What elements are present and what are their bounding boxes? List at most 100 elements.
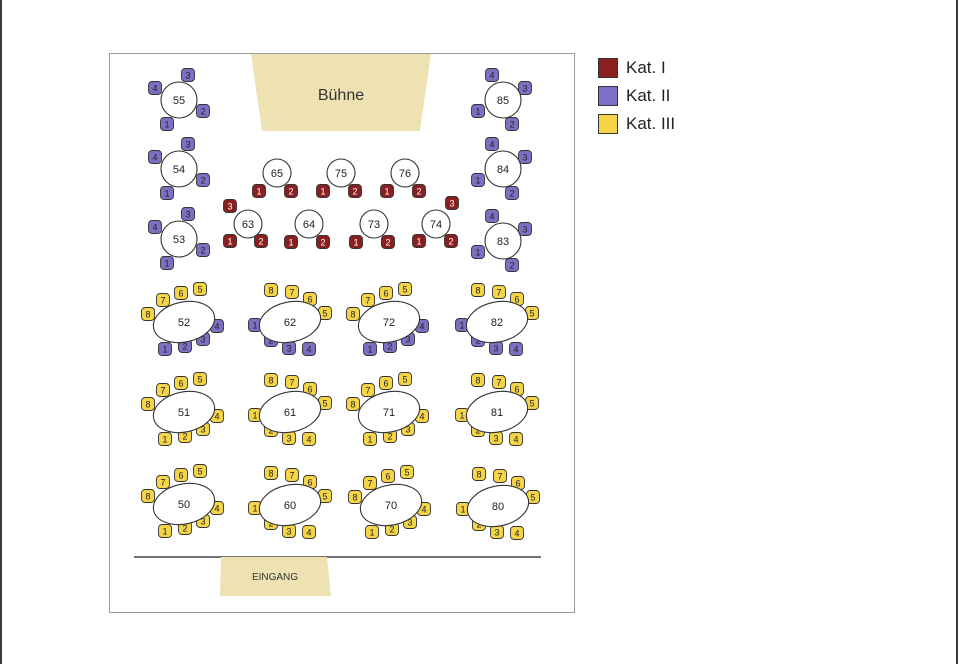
seat-76-2[interactable]: 2: [412, 184, 426, 198]
seat-marker[interactable]: [380, 184, 394, 198]
table-61[interactable]: 61: [256, 386, 325, 438]
seat-marker[interactable]: [485, 68, 499, 82]
seat-80-8[interactable]: 8: [472, 467, 486, 481]
table-60[interactable]: 60: [256, 479, 325, 531]
seat-marker[interactable]: [505, 186, 519, 200]
table-shape[interactable]: [294, 209, 324, 239]
seat-marker[interactable]: [471, 283, 485, 297]
table-71[interactable]: 71: [355, 386, 424, 438]
seat-marker[interactable]: [181, 137, 195, 151]
seat-62-4[interactable]: 4: [302, 342, 316, 356]
table-80[interactable]: 80: [464, 480, 533, 532]
seat-marker[interactable]: [518, 81, 532, 95]
table-shape[interactable]: [359, 209, 389, 239]
seat-71-7[interactable]: 7: [361, 383, 375, 397]
table-74[interactable]: 74: [421, 209, 451, 239]
seat-marker[interactable]: [160, 256, 174, 270]
seat-82-7[interactable]: 7: [492, 285, 506, 299]
table-shape[interactable]: [160, 81, 198, 119]
seat-marker[interactable]: [472, 467, 486, 481]
seat-marker[interactable]: [196, 104, 210, 118]
seat-85-4[interactable]: 4: [485, 68, 499, 82]
seat-84-4[interactable]: 4: [485, 137, 499, 151]
seat-65-1[interactable]: 1: [252, 184, 266, 198]
seat-marker[interactable]: [174, 468, 188, 482]
seat-80-4[interactable]: 4: [510, 526, 524, 540]
seat-50-5[interactable]: 5: [193, 464, 207, 478]
table-shape[interactable]: [355, 386, 424, 438]
table-shape[interactable]: [463, 386, 532, 438]
seat-70-7[interactable]: 7: [363, 476, 377, 490]
seat-70-1[interactable]: 1: [365, 525, 379, 539]
seat-60-8[interactable]: 8: [264, 466, 278, 480]
table-85[interactable]: 85: [484, 81, 522, 119]
seat-54-3[interactable]: 3: [181, 137, 195, 151]
seat-marker[interactable]: [223, 234, 237, 248]
seat-marker[interactable]: [493, 469, 507, 483]
seat-85-1[interactable]: 1: [471, 104, 485, 118]
seat-marker[interactable]: [510, 526, 524, 540]
table-shape[interactable]: [357, 479, 426, 531]
seat-63-2[interactable]: 2: [254, 234, 268, 248]
seat-73-1[interactable]: 1: [349, 235, 363, 249]
seat-52-7[interactable]: 7: [156, 293, 170, 307]
seat-marker[interactable]: [361, 293, 375, 307]
seat-51-7[interactable]: 7: [156, 383, 170, 397]
seat-55-4[interactable]: 4: [148, 81, 162, 95]
seat-marker[interactable]: [471, 245, 485, 259]
seat-60-3[interactable]: 3: [282, 524, 296, 538]
seat-80-3[interactable]: 3: [490, 525, 504, 539]
seat-81-3[interactable]: 3: [489, 431, 503, 445]
seat-marker[interactable]: [174, 286, 188, 300]
seat-53-3[interactable]: 3: [181, 207, 195, 221]
seat-marker[interactable]: [348, 184, 362, 198]
seat-marker[interactable]: [156, 293, 170, 307]
table-shape[interactable]: [484, 81, 522, 119]
seat-72-1[interactable]: 1: [363, 342, 377, 356]
seat-marker[interactable]: [264, 283, 278, 297]
seat-marker[interactable]: [412, 184, 426, 198]
seat-marker[interactable]: [193, 372, 207, 386]
seat-81-7[interactable]: 7: [492, 375, 506, 389]
seat-marker[interactable]: [518, 222, 532, 236]
seat-marker[interactable]: [485, 137, 499, 151]
seat-marker[interactable]: [181, 207, 195, 221]
table-63[interactable]: 63: [233, 209, 263, 239]
seat-72-8[interactable]: 8: [346, 307, 360, 321]
seat-marker[interactable]: [346, 307, 360, 321]
seat-marker[interactable]: [412, 234, 426, 248]
seat-70-8[interactable]: 8: [348, 490, 362, 504]
seat-60-4[interactable]: 4: [302, 525, 316, 539]
seat-53-2[interactable]: 2: [196, 243, 210, 257]
seat-75-2[interactable]: 2: [348, 184, 362, 198]
seat-64-2[interactable]: 2: [316, 235, 330, 249]
seat-74-1[interactable]: 1: [412, 234, 426, 248]
seat-marker[interactable]: [444, 234, 458, 248]
seat-marker[interactable]: [518, 150, 532, 164]
seat-62-7[interactable]: 7: [285, 285, 299, 299]
seat-54-1[interactable]: 1: [160, 186, 174, 200]
seat-marker[interactable]: [471, 173, 485, 187]
table-shape[interactable]: [256, 479, 325, 531]
seat-61-4[interactable]: 4: [302, 432, 316, 446]
seat-61-3[interactable]: 3: [282, 431, 296, 445]
seat-marker[interactable]: [285, 468, 299, 482]
seat-marker[interactable]: [285, 375, 299, 389]
seat-marker[interactable]: [193, 282, 207, 296]
table-shape[interactable]: [262, 158, 292, 188]
seat-65-2[interactable]: 2: [284, 184, 298, 198]
table-72[interactable]: 72: [355, 296, 424, 348]
seat-marker[interactable]: [158, 524, 172, 538]
table-shape[interactable]: [326, 158, 356, 188]
table-76[interactable]: 76: [390, 158, 420, 188]
seat-63-1[interactable]: 1: [223, 234, 237, 248]
seat-marker[interactable]: [160, 186, 174, 200]
seat-marker[interactable]: [264, 373, 278, 387]
seat-marker[interactable]: [348, 490, 362, 504]
seat-marker[interactable]: [316, 235, 330, 249]
table-53[interactable]: 53: [160, 220, 198, 258]
table-51[interactable]: 51: [150, 386, 219, 438]
table-50[interactable]: 50: [150, 478, 219, 530]
table-52[interactable]: 52: [150, 296, 219, 348]
seat-60-7[interactable]: 7: [285, 468, 299, 482]
